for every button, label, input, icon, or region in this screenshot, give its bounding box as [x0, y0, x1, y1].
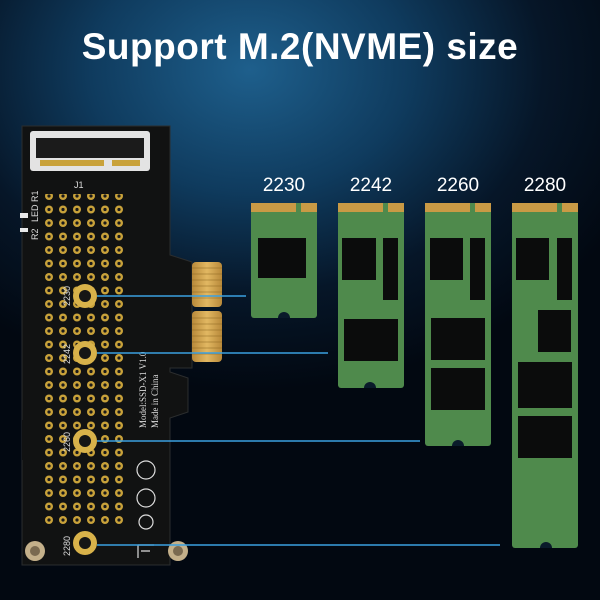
ssd-2280 — [512, 203, 578, 548]
ssd-size-label-2230: 2230 — [262, 175, 306, 196]
mounting-hole-2260 — [73, 429, 97, 453]
pcie-gold-fingers — [192, 262, 222, 362]
led-component — [20, 213, 28, 218]
ssd-2242 — [338, 203, 404, 388]
leader-lines — [97, 295, 500, 546]
silk-mark-2242: 2242 — [62, 344, 72, 364]
adapter-board: J1 LED R1 R2 2230 2242 2260 2280 Model:S… — [20, 125, 222, 566]
silk-mark-2260: 2260 — [62, 432, 72, 452]
screw-left — [25, 541, 45, 561]
mounting-hole-2242 — [73, 341, 97, 365]
ssd-size-label-2242: 2242 — [349, 175, 393, 196]
silk-mark-2280: 2280 — [62, 536, 72, 556]
ssd-size-label-2280: 2280 — [523, 175, 567, 196]
silk-r2: R2 — [30, 228, 40, 240]
ssd-size-label-2260: 2260 — [436, 175, 480, 196]
silk-led-r1: LED R1 — [30, 190, 40, 222]
silk-model: Model:SSD-X1 V1.0 — [138, 351, 148, 428]
screw-right — [168, 541, 188, 561]
ssd-2260 — [425, 203, 491, 446]
silk-origin: Made in China — [150, 375, 160, 429]
silk-j1: J1 — [74, 180, 84, 190]
headline: Support M.2(NVME) size — [81, 26, 519, 67]
certification-marks — [136, 460, 156, 558]
resistor-component — [20, 228, 28, 232]
mounting-hole-2280 — [73, 531, 97, 555]
mounting-hole-2230 — [73, 284, 97, 308]
ssd-2230 — [251, 203, 317, 318]
silk-mark-2230: 2230 — [62, 286, 72, 306]
m2-connector — [30, 131, 150, 171]
